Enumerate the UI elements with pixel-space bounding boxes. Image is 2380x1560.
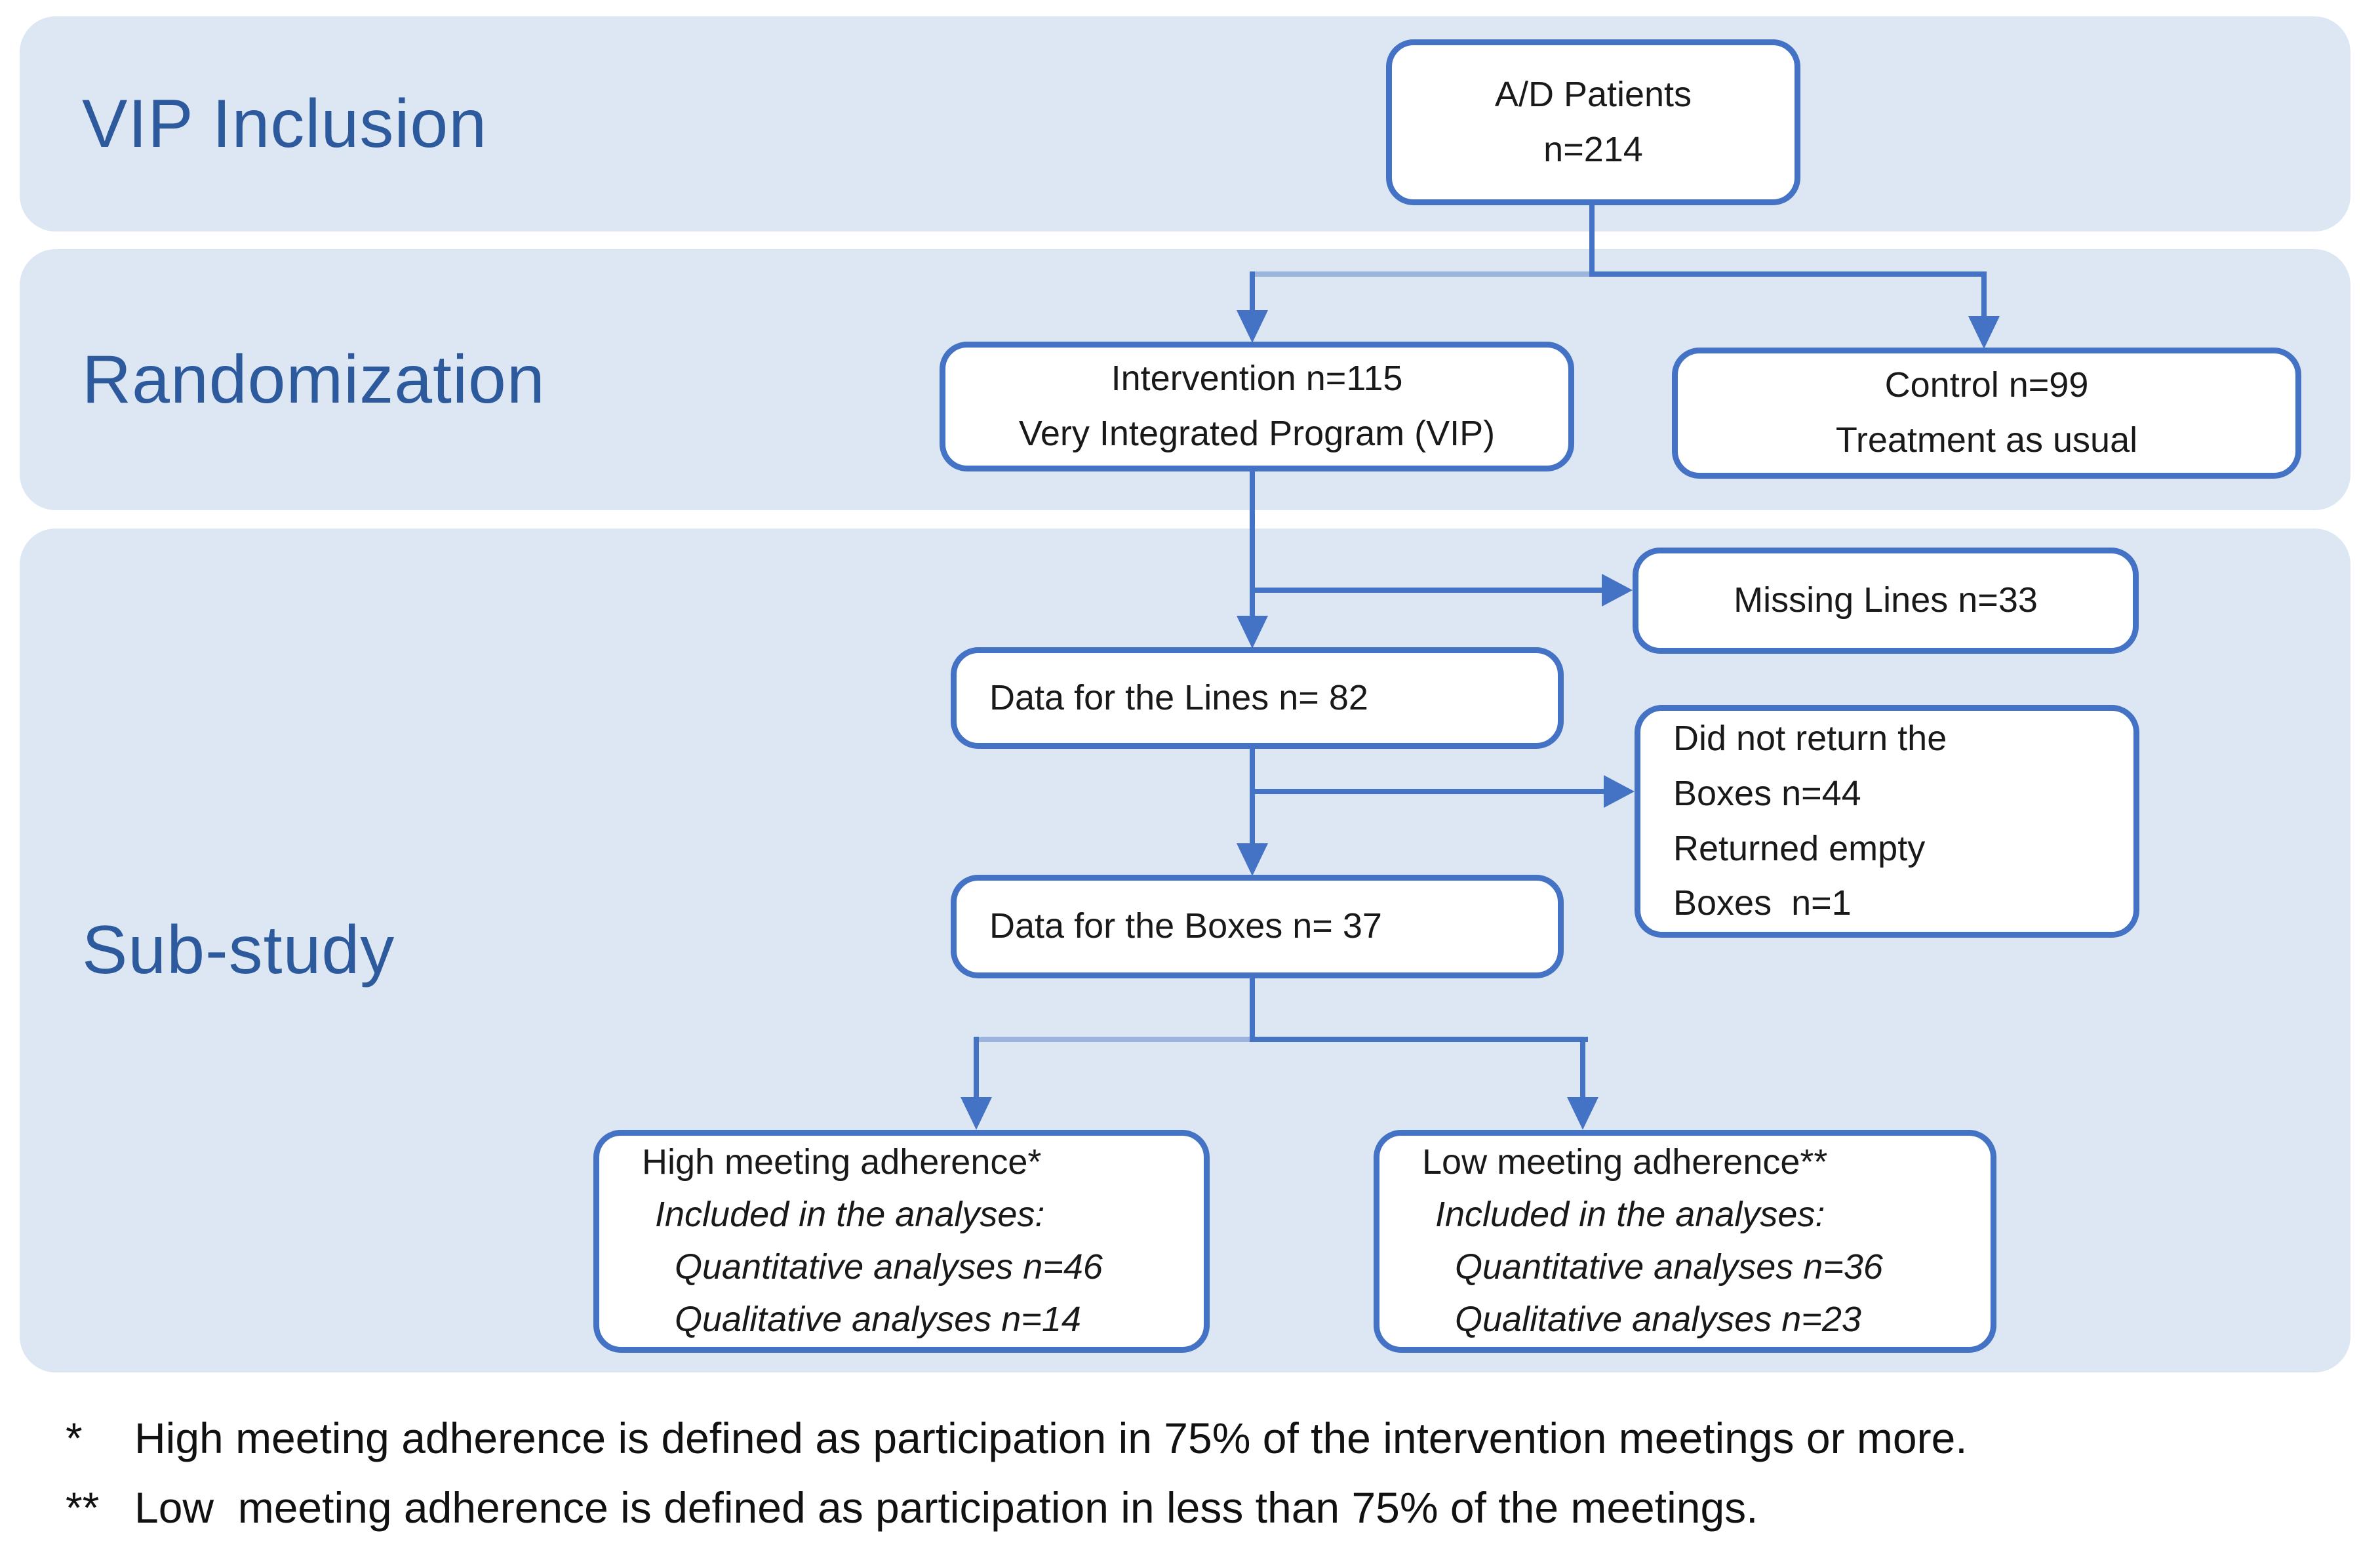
box-data-lines: Data for the Lines n= 82 [951, 647, 1564, 749]
arrowhead-data-lines-icon [1237, 616, 1268, 649]
footnote-low-marker: ** [66, 1483, 100, 1532]
box-low-adherence-quantitative: Quantitative analyses n=36 [1455, 1247, 1883, 1287]
footnote-high-text: High meeting adherence is defined as par… [134, 1414, 1968, 1462]
arrowhead-missing-lines-icon [1602, 574, 1633, 607]
arrowhead-not-returned-icon [1604, 775, 1635, 808]
box-not-returned: Did not return the Boxes n=44 Returned e… [1635, 705, 2139, 938]
box-intervention-line2: Very Integrated Program (VIP) [1018, 414, 1496, 453]
footnote-low-text: Low meeting adherence is defined as part… [134, 1483, 1758, 1532]
connector-adpatients-down [1589, 205, 1595, 277]
box-not-returned-line3: Returned empty [1673, 828, 1926, 868]
box-low-adherence-subtitle: Included in the analyses: [1435, 1195, 1825, 1235]
box-ad-patients-line2: n=214 [1543, 129, 1643, 169]
connector-branch1-right [1589, 271, 1987, 277]
band-label-randomization: Randomization [82, 341, 545, 418]
box-high-adherence-quantitative: Quantitative analyses n=46 [675, 1247, 1103, 1287]
box-intervention: Intervention n=115 Very Integrated Progr… [940, 342, 1574, 471]
arrowhead-control-icon [1968, 316, 2000, 349]
box-low-adherence-title: Low meeting adherence** [1422, 1142, 1828, 1182]
connector-to-control [1981, 271, 1987, 317]
box-high-adherence-title: High meeting adherence* [642, 1142, 1042, 1182]
connector-branch2-right [1250, 1037, 1588, 1042]
box-control: Control n=99 Treatment as usual [1672, 348, 2301, 479]
connector-to-high-adherence [974, 1037, 979, 1098]
connector-to-low-adherence [1580, 1037, 1585, 1098]
footnote-high-marker: * [66, 1414, 83, 1462]
box-high-adherence-subtitle: Included in the analyses: [655, 1195, 1045, 1235]
connector-datalines-down [1250, 749, 1255, 845]
connector-to-missing-lines [1250, 588, 1602, 593]
box-high-adherence: High meeting adherence* Included in the … [593, 1130, 1210, 1353]
box-control-line2: Treatment as usual [1835, 420, 2138, 460]
arrowhead-intervention-icon [1237, 310, 1268, 343]
box-not-returned-line4: Boxes n=1 [1673, 883, 1852, 923]
band-label-sub-study: Sub-study [82, 912, 395, 988]
box-missing-lines: Missing Lines n=33 [1633, 548, 2139, 654]
box-ad-patients: A/D Patients n=214 [1386, 39, 1800, 205]
box-not-returned-line1: Did not return the [1673, 719, 1947, 759]
box-not-returned-line2: Boxes n=44 [1673, 773, 1861, 813]
connector-to-not-returned [1250, 789, 1604, 794]
box-control-line1: Control n=99 [1884, 365, 2089, 405]
band-label-vip-inclusion: VIP Inclusion [82, 85, 488, 162]
connector-branch1-left [1250, 271, 1595, 277]
box-low-adherence: Low meeting adherence** Included in the … [1374, 1130, 1996, 1353]
footnote-high: * High meeting adherence is defined as p… [66, 1413, 1968, 1483]
box-high-adherence-qualitative: Qualitative analyses n=14 [675, 1299, 1081, 1339]
connector-branch2-left [974, 1037, 1255, 1042]
band-vip-inclusion: VIP Inclusion [20, 16, 2350, 231]
arrowhead-low-adherence-icon [1567, 1097, 1598, 1130]
connector-databoxes-down [1250, 978, 1255, 1042]
box-data-lines-line1: Data for the Lines n= 82 [989, 677, 1368, 717]
box-intervention-line1: Intervention n=115 [1111, 359, 1403, 399]
box-data-boxes: Data for the Boxes n= 37 [951, 875, 1564, 978]
connector-intervention-down [1250, 471, 1255, 617]
arrowhead-high-adherence-icon [961, 1097, 992, 1130]
box-low-adherence-qualitative: Qualitative analyses n=23 [1455, 1299, 1861, 1339]
box-missing-lines-line1: Missing Lines n=33 [1734, 580, 2038, 620]
box-data-boxes-line1: Data for the Boxes n= 37 [989, 906, 1382, 946]
connector-to-intervention [1250, 271, 1255, 312]
arrowhead-data-boxes-icon [1237, 843, 1268, 876]
footnote-low: ** Low meeting adherence is defined as p… [66, 1483, 1968, 1552]
box-ad-patients-line1: A/D Patients [1494, 74, 1692, 114]
footnotes: * High meeting adherence is defined as p… [66, 1413, 1968, 1552]
